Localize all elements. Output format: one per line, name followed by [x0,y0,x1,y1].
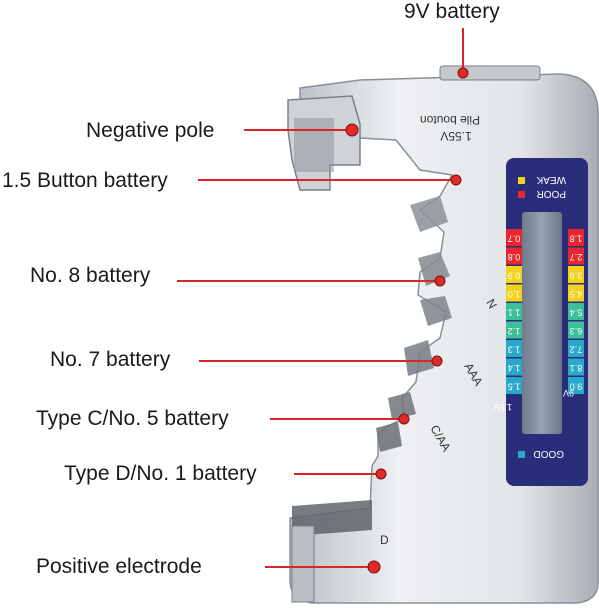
left-scale-tick-label: 1.0 [508,289,521,299]
device-text-155v: 1.55V [440,129,471,143]
weak-swatch [518,177,525,184]
contact-dots [345,67,469,574]
good-swatch [518,451,525,458]
right-scale-cell [568,377,584,394]
left-scale-cell [506,358,522,376]
right-scale-tick-label: 2.7 [570,252,583,262]
right-scale-cell [568,229,584,246]
left-scale-cell [506,303,522,320]
right-scale-cell [568,247,584,265]
label-negative-pole: Negative pole [86,119,215,142]
label-button-battery: 1.5 Button battery [2,169,168,192]
voltage-label-9v: 9V [563,388,574,398]
slot-label-d: D [380,533,389,547]
right-scale-cell [568,321,584,339]
dot-9v [457,67,469,79]
voltage-label-15v: 1.5V [493,402,512,412]
dot-type-d [375,468,387,480]
left-scale-tick-label: 1.1 [508,308,521,318]
left-scale-cell [506,284,522,302]
label-no8-battery: No. 8 battery [30,264,151,287]
good-label: GOOD [533,448,564,459]
dot-positive [367,560,381,574]
right-scale-tick-label: 1.8 [570,234,583,244]
label-type-d-battery: Type D/No. 1 battery [64,462,257,485]
poor-swatch [518,191,525,198]
left-scale-tick-label: 1.5 [508,382,521,392]
device-text-pile-bouton: Pile bouton [420,113,480,127]
left-scale: 0.7 0.8 0.9 1.0 1.1 1.2 1.3 1.4 1.5 [506,229,522,394]
left-scale-tick-label: 0.9 [508,271,521,281]
dot-button [450,174,462,186]
positive-block [291,525,315,603]
label-type-c-battery: Type C/No. 5 battery [36,407,229,430]
right-scale-tick-label: 9.0 [570,382,583,392]
right-scale-tick-label: 7.2 [570,345,583,355]
right-scale-cell [568,266,584,283]
right-scale-tick-label: 6.3 [570,326,583,336]
left-scale-tick-label: 0.8 [508,252,521,262]
negative-clip-shadow [294,118,334,172]
right-scale-cell [568,303,584,320]
slot-contact-edge [292,196,452,536]
weak-label: WEAK [536,174,566,185]
poor-label: POOR [537,188,566,199]
left-scale-cell [506,247,522,265]
lcd-window [522,212,562,434]
left-scale-cell [506,377,522,394]
left-scale-tick-label: 0.7 [508,234,521,244]
right-scale-cell [568,340,584,357]
left-scale-cell [506,266,522,283]
left-scale-tick-label: 1.4 [508,363,521,373]
left-scale-cell [506,229,522,246]
left-scale-cell [506,340,522,357]
dot-no8 [434,275,446,287]
dot-no7 [431,355,443,367]
right-scale-tick-label: 8.1 [570,363,583,373]
right-scale-tick-label: 3.6 [570,271,583,281]
right-scale-tick-label: 4.5 [570,289,583,299]
left-scale-cell [506,321,522,339]
label-no7-battery: No. 7 battery [50,348,171,371]
label-positive-electrode: Positive electrode [36,555,202,578]
panel-legend: POOR WEAK [518,174,566,199]
right-scale-cell [568,284,584,302]
leader-lines [177,28,464,568]
left-scale-tick-label: 1.2 [508,326,521,336]
label-9v-battery: 9V battery [404,0,500,23]
panel-good: GOOD [518,448,564,459]
nine-volt-clip [439,65,541,81]
dot-type-c [398,413,410,425]
right-scale: 1.8 2.7 3.6 4.5 5.4 6.3 7.2 8.1 9.0 [568,229,584,394]
dot-negative [345,123,359,137]
right-scale-tick-label: 5.4 [570,308,583,318]
left-scale-tick-label: 1.3 [508,345,521,355]
right-scale-cell [568,358,584,376]
